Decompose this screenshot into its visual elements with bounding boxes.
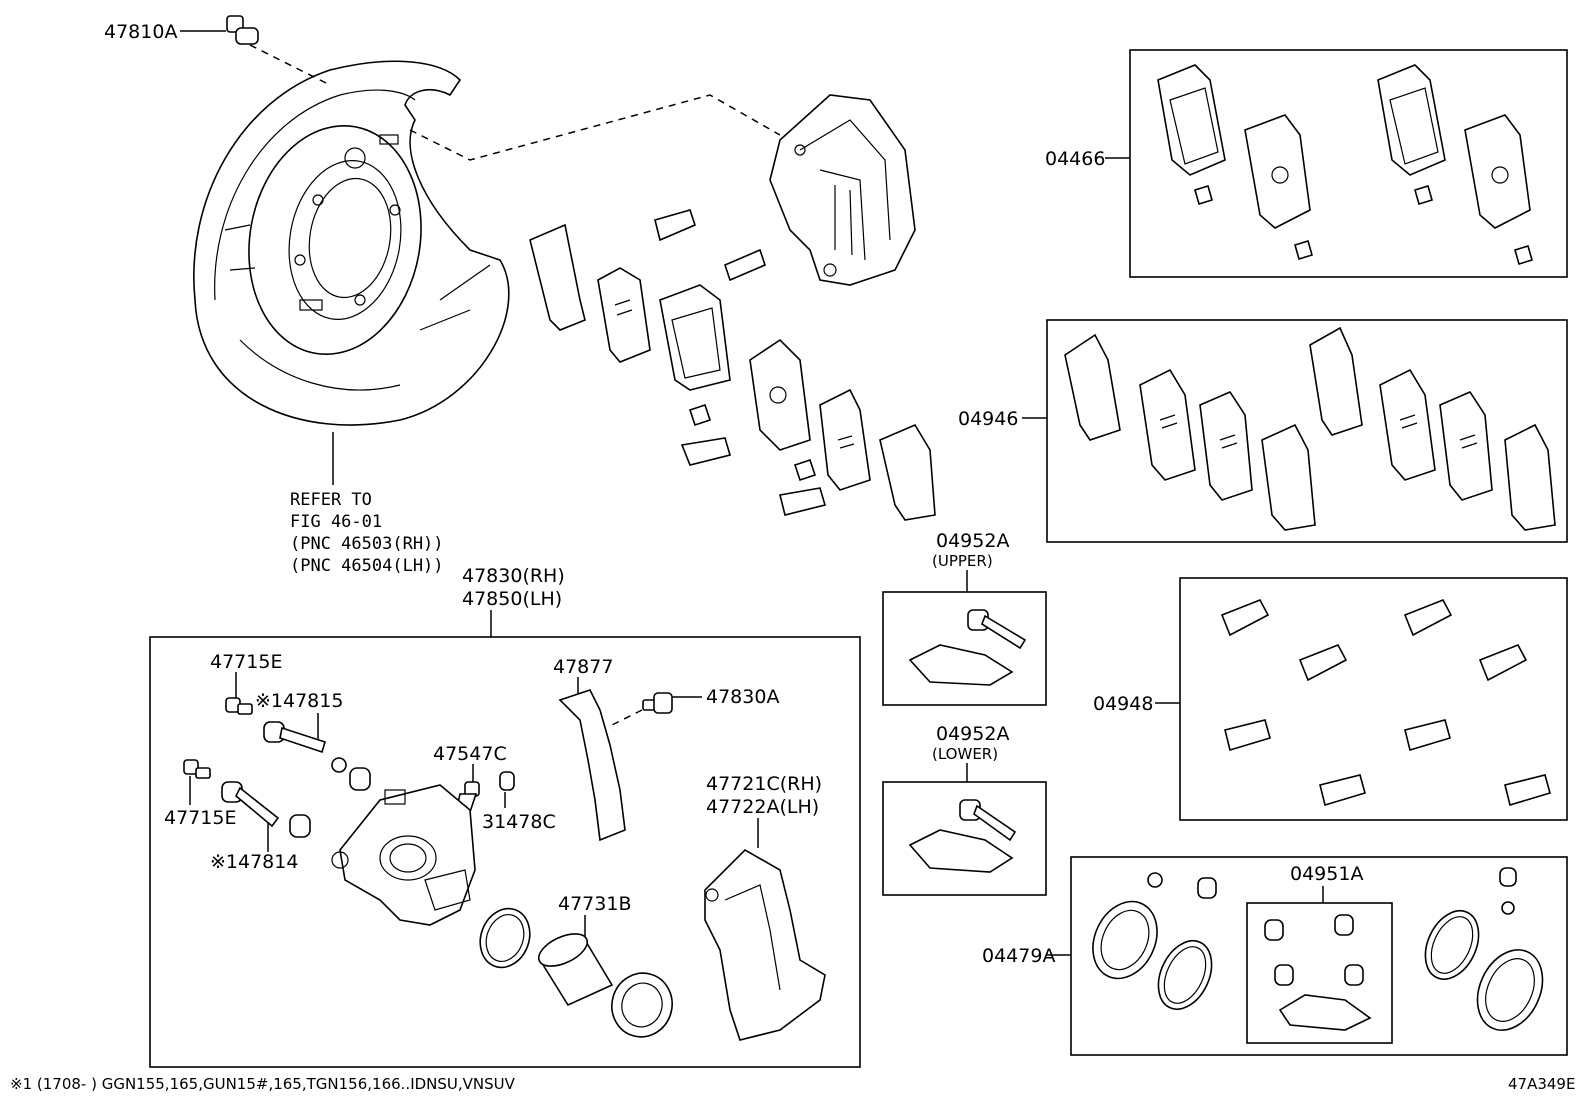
label-04952a-upper: 04952A (936, 530, 1009, 552)
label-147815: ※147815 (255, 690, 343, 712)
label-04479a: 04479A (982, 945, 1055, 967)
bleeder-lower-illustration (183, 759, 211, 779)
label-147814: ※147814 (210, 851, 298, 873)
pad-kit-illustration (1157, 64, 1533, 266)
shim-kit-box (1046, 319, 1568, 543)
plate-47877-illustration (558, 689, 626, 842)
refer-line-1: REFER TO (290, 490, 372, 510)
lower-kit-box (882, 781, 1047, 896)
label-04948: 04948 (1093, 693, 1153, 715)
label-47731b: 47731B (558, 893, 631, 915)
seal-kit-illustration (1092, 867, 1544, 1031)
refer-line-2: FIG 46-01 (290, 512, 382, 532)
fitting-kit-box (1179, 577, 1568, 821)
label-47877: 47877 (553, 656, 613, 678)
seal-kit-box (1070, 856, 1568, 1056)
label-31478c: 31478C (482, 811, 556, 833)
label-47722a: 47722A(LH) (706, 796, 819, 818)
dust-cover-illustration (193, 60, 510, 426)
caliper-kit-box (149, 636, 861, 1068)
caliper-mount-illustration (704, 849, 826, 1041)
label-04952a-lower: 04952A (936, 723, 1009, 745)
label-47810a: 47810A (104, 21, 177, 43)
caliper-assembly-illustration (769, 94, 916, 286)
bleeder-top-illustration (225, 697, 253, 715)
label-47721c: 47721C(RH) (706, 773, 822, 795)
boot-illustration (611, 972, 673, 1038)
shim-kit-illustration (1064, 326, 1556, 531)
caliper-body-illustration (331, 784, 476, 926)
label-47715e-top: 47715E (210, 651, 282, 673)
label-04946: 04946 (958, 408, 1018, 430)
lower-kit-illustration (908, 799, 1017, 873)
pin-lower-illustration (221, 781, 311, 838)
diagram-code: 47A349E (1508, 1075, 1575, 1093)
label-47850lh: 47850(LH) (462, 588, 562, 610)
pad-kit-box (1129, 49, 1568, 278)
boot-kit-box (1246, 902, 1393, 1044)
bolt-47830a-illustration (642, 692, 673, 714)
piston-seal-illustration (479, 907, 531, 969)
label-47547c: 47547C (433, 743, 507, 765)
refer-line-3: (PNC 46503(RH)) (290, 534, 444, 554)
bolt-47810a-illustration (226, 15, 259, 45)
label-47830a: 47830A (706, 686, 779, 708)
fitting-kit-illustration (1220, 598, 1551, 807)
label-47830rh: 47830(RH) (462, 565, 565, 587)
label-47715e-bottom: 47715E (164, 807, 236, 829)
tag-upper: (UPPER) (932, 552, 993, 570)
upper-kit-illustration (908, 609, 1027, 686)
tag-lower: (LOWER) (932, 745, 998, 763)
pad-shim-illustration (529, 209, 936, 521)
label-04951a: 04951A (1290, 863, 1363, 885)
piston-illustration (538, 933, 614, 1007)
upper-kit-box (882, 591, 1047, 706)
label-04466: 04466 (1045, 148, 1105, 170)
pin-upper-illustration (263, 721, 371, 791)
footnote: ※1 (1708- ) GGN155,165,GUN15#,165,TGN156… (10, 1075, 516, 1093)
refer-line-4: (PNC 46504(LH)) (290, 556, 444, 576)
